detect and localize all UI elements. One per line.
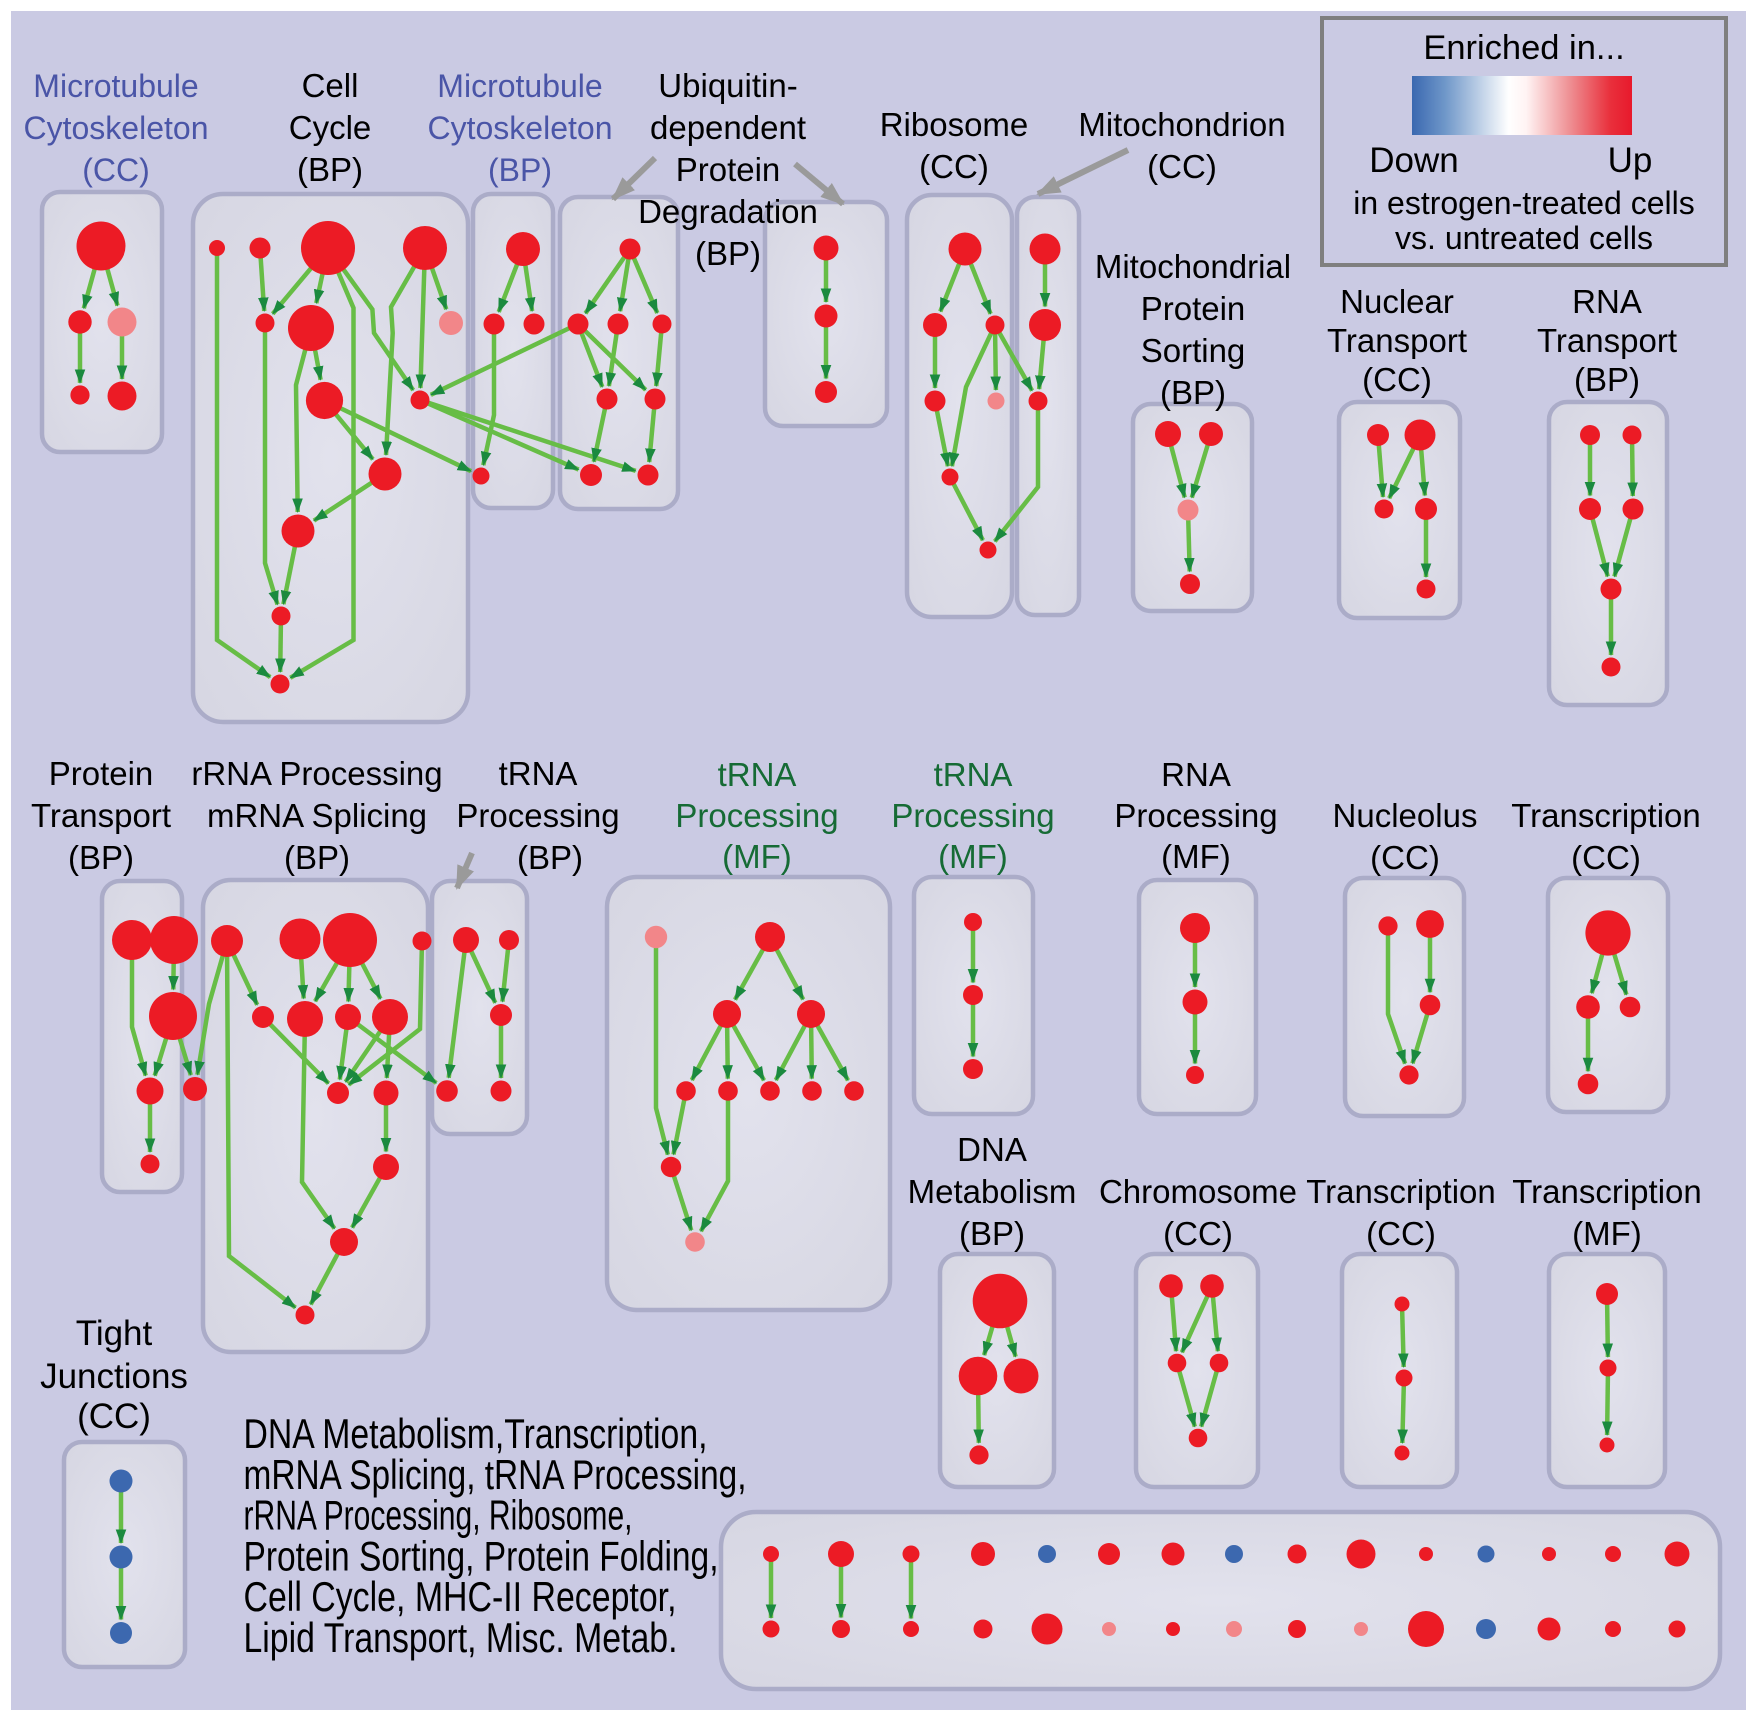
svg-text:Processing: Processing [675, 797, 838, 834]
svg-text:Cycle: Cycle [289, 109, 372, 146]
svg-text:Cytoskeleton: Cytoskeleton [24, 110, 209, 146]
svg-text:(MF): (MF) [722, 838, 792, 875]
svg-text:Transcription: Transcription [1511, 797, 1701, 834]
svg-text:(MF): (MF) [938, 838, 1008, 875]
svg-text:RNA: RNA [1161, 756, 1231, 793]
svg-text:vs. untreated cells: vs. untreated cells [1395, 220, 1653, 256]
svg-text:(CC): (CC) [1370, 839, 1440, 876]
svg-text:Cell Cycle, MHC-II Receptor,: Cell Cycle, MHC-II Receptor, [244, 1573, 677, 1620]
svg-text:(MF): (MF) [1572, 1215, 1642, 1252]
svg-text:tRNA: tRNA [499, 755, 578, 792]
svg-text:Junctions: Junctions [40, 1357, 188, 1396]
svg-text:Down: Down [1369, 141, 1458, 180]
svg-text:Protein: Protein [676, 151, 781, 188]
svg-text:(CC): (CC) [1163, 1215, 1233, 1252]
svg-text:(BP): (BP) [1160, 374, 1226, 411]
svg-text:Mitochondrial: Mitochondrial [1095, 248, 1291, 285]
svg-text:Processing: Processing [1114, 797, 1277, 834]
svg-text:Transport: Transport [1327, 322, 1467, 359]
svg-text:(BP): (BP) [284, 839, 350, 876]
svg-text:DNA: DNA [957, 1131, 1027, 1168]
svg-text:Chromosome: Chromosome [1099, 1173, 1297, 1210]
svg-text:tRNA: tRNA [718, 756, 797, 793]
svg-text:Protein: Protein [49, 755, 154, 792]
svg-text:(CC): (CC) [1366, 1215, 1436, 1252]
svg-text:Lipid Transport, Misc. Metab.: Lipid Transport, Misc. Metab. [244, 1614, 678, 1661]
svg-text:(BP): (BP) [297, 151, 363, 188]
svg-text:(CC): (CC) [1571, 839, 1641, 876]
svg-text:(CC): (CC) [1147, 148, 1217, 185]
svg-text:rRNA Processing: rRNA Processing [191, 755, 442, 792]
svg-text:Sorting: Sorting [1141, 332, 1246, 369]
svg-text:Cell: Cell [302, 67, 359, 104]
svg-text:Microtubule: Microtubule [33, 68, 198, 104]
svg-text:Nuclear: Nuclear [1340, 283, 1454, 320]
svg-text:Processing: Processing [456, 797, 619, 834]
svg-text:Transcription: Transcription [1512, 1173, 1702, 1210]
svg-text:(CC): (CC) [82, 152, 150, 188]
svg-text:(BP): (BP) [488, 152, 552, 188]
svg-text:Transport: Transport [31, 797, 171, 834]
svg-text:dependent: dependent [650, 109, 806, 146]
svg-text:RNA: RNA [1572, 283, 1642, 320]
svg-text:Protein Sorting, Protein Foldi: Protein Sorting, Protein Folding, [244, 1532, 719, 1579]
svg-text:(MF): (MF) [1161, 838, 1231, 875]
svg-text:mRNA Splicing: mRNA Splicing [207, 797, 427, 834]
svg-text:Protein: Protein [1141, 290, 1246, 327]
svg-text:tRNA: tRNA [934, 756, 1013, 793]
svg-text:(BP): (BP) [695, 235, 761, 272]
svg-text:Up: Up [1608, 141, 1653, 180]
svg-text:Microtubule: Microtubule [437, 68, 602, 104]
svg-text:mRNA Splicing, tRNA Processing: mRNA Splicing, tRNA Processing, [244, 1451, 747, 1498]
svg-text:(CC): (CC) [919, 148, 989, 185]
svg-text:(BP): (BP) [959, 1215, 1025, 1252]
svg-text:DNA Metabolism,Transcription,: DNA Metabolism,Transcription, [244, 1410, 708, 1457]
svg-text:Transport: Transport [1537, 322, 1677, 359]
svg-text:Metabolism: Metabolism [908, 1173, 1077, 1210]
svg-text:(CC): (CC) [1362, 361, 1432, 398]
svg-text:Cytoskeleton: Cytoskeleton [428, 110, 613, 146]
svg-text:(BP): (BP) [517, 839, 583, 876]
svg-text:Transcription: Transcription [1306, 1173, 1496, 1210]
svg-text:(BP): (BP) [68, 839, 134, 876]
svg-text:Enriched in...: Enriched in... [1423, 29, 1624, 67]
svg-text:Mitochondrion: Mitochondrion [1078, 106, 1285, 143]
svg-text:Degradation: Degradation [638, 193, 818, 230]
svg-text:Processing: Processing [891, 797, 1054, 834]
svg-text:(BP): (BP) [1574, 361, 1640, 398]
svg-text:Ubiquitin-: Ubiquitin- [658, 67, 797, 104]
svg-text:(CC): (CC) [77, 1397, 151, 1436]
svg-text:in estrogen-treated cells: in estrogen-treated cells [1353, 185, 1695, 221]
svg-text:rRNA Processing, Ribosome,: rRNA Processing, Ribosome, [244, 1492, 633, 1539]
svg-text:Nucleolus: Nucleolus [1333, 797, 1478, 834]
svg-text:Ribosome: Ribosome [880, 106, 1029, 143]
svg-text:Tight: Tight [76, 1314, 153, 1353]
